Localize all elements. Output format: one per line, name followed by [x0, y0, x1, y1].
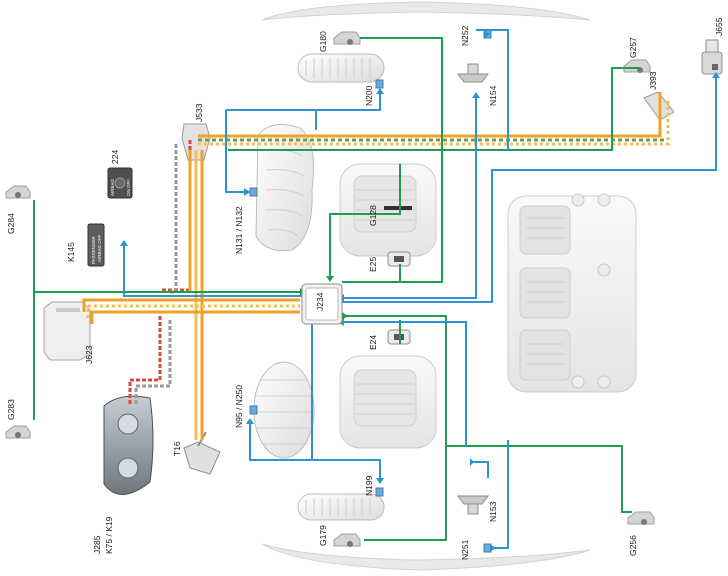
- label-j393: J393: [648, 71, 658, 90]
- sensor-g179: [333, 533, 361, 547]
- igniter-n251: [483, 543, 492, 553]
- label-n95-n250: N95 / N250: [234, 385, 244, 428]
- label-224: 224: [110, 150, 120, 164]
- belt-tensioner-n154: [457, 63, 489, 83]
- igniter-n131-n132: [249, 187, 258, 197]
- label-n252: N252: [460, 25, 470, 46]
- green-wires: [33, 37, 640, 541]
- driver-airbag: [253, 361, 315, 459]
- sensor-g257: [623, 59, 651, 73]
- switch-224-text-line-2: ON OFF: [126, 179, 131, 196]
- connector-t16: [183, 431, 221, 475]
- label-j234: J234: [315, 292, 325, 311]
- label-g284: G284: [6, 213, 16, 234]
- k145-text-line-2: AIRBAG OFF: [97, 234, 102, 262]
- label-e24: E24: [368, 335, 378, 350]
- front-seat-left: [339, 355, 437, 449]
- k145-text-line-1: PASSENGER: [91, 236, 96, 264]
- label-k145: K145: [66, 242, 76, 262]
- label-j655: J655: [714, 17, 724, 36]
- label-g256: G256: [628, 535, 638, 556]
- igniter-n95-n250: [249, 405, 258, 415]
- switch-e25: [387, 251, 411, 267]
- warning-lamp-k145: [87, 223, 105, 267]
- label-n251: N251: [460, 539, 470, 560]
- component-j655: [701, 39, 723, 75]
- labels: J234 J533 J655 J393 G257 G180 N252 N154 …: [6, 17, 724, 560]
- label-n153: N153: [488, 501, 498, 522]
- label-k75-k19: K75 / K19: [104, 516, 114, 554]
- label-g283: G283: [6, 399, 16, 420]
- label-n200: N200: [364, 85, 374, 106]
- label-n154: N154: [488, 85, 498, 106]
- rear-bench-seat: [507, 193, 637, 393]
- sensor-g256: [627, 511, 655, 525]
- sensor-g284: [5, 185, 31, 199]
- switch-224-text-line-1: AIRBAG: [110, 178, 115, 196]
- label-g180: G180: [318, 31, 328, 52]
- label-j285: J285: [92, 535, 102, 554]
- label-t16: T16: [172, 441, 182, 456]
- sensor-g283: [5, 425, 31, 439]
- label-j623: J623: [84, 345, 94, 364]
- airbag-control-unit-j234: [301, 283, 343, 325]
- label-g257: G257: [628, 37, 638, 58]
- blue-wires: [123, 29, 717, 549]
- label-g179: G179: [318, 525, 328, 546]
- sensor-g128: [384, 206, 412, 210]
- igniter-n200: [375, 79, 384, 89]
- igniter-n199: [375, 487, 384, 497]
- label-n199: N199: [364, 475, 374, 496]
- label-j533: J533: [194, 103, 204, 122]
- instrument-cluster-j285: [103, 395, 154, 495]
- side-airbag-top: [297, 53, 385, 83]
- sensor-g180: [333, 31, 361, 45]
- label-e25: E25: [368, 257, 378, 272]
- car-body-outline: [261, 1, 591, 571]
- label-g128: G128: [368, 205, 378, 226]
- side-airbag-bottom: [297, 493, 385, 521]
- label-n131-n132: N131 / N132: [234, 206, 244, 254]
- airbag-switch-224: [107, 167, 133, 199]
- belt-tensioner-n153: [457, 495, 489, 515]
